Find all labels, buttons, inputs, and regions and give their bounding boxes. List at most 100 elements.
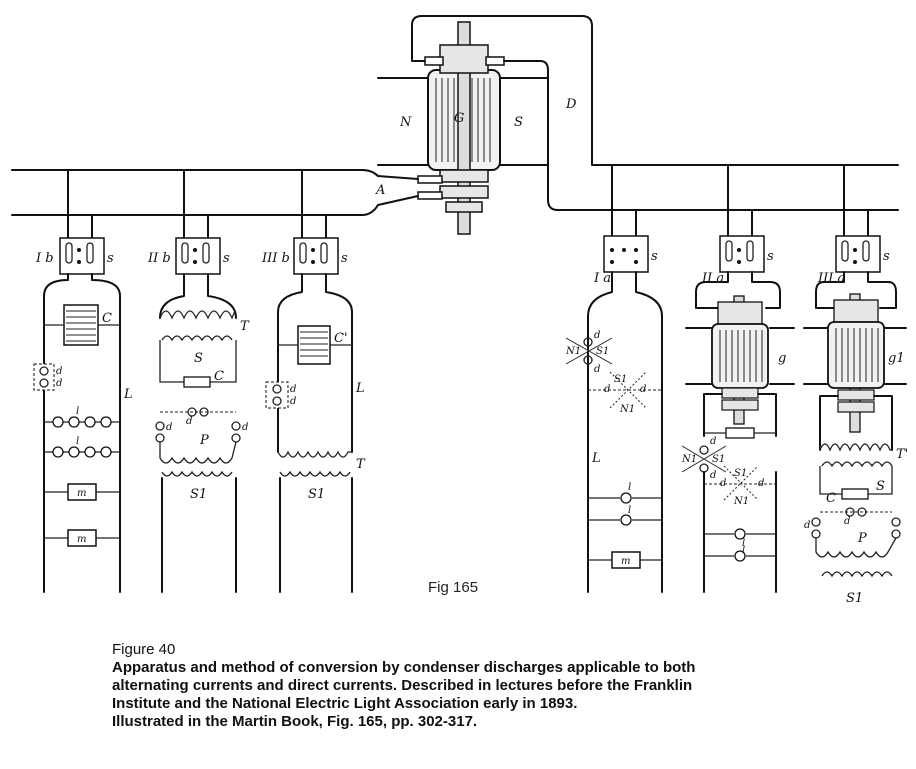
S1-label-1a-b: S1 [614, 374, 627, 385]
ac-brush-2 [417, 191, 443, 200]
d-label-2b-r: d [242, 422, 248, 433]
figure-caption: Figure 40 Apparatus and method of conver… [112, 640, 902, 731]
circuit-drawing: N G S D A I b s C d d L l l [11, 15, 908, 606]
dc-main-upper [411, 15, 899, 166]
motor-m-label-1: m [77, 488, 86, 499]
caption-line-1: Apparatus and method of conversion by co… [112, 659, 696, 676]
S1-label-1a: S1 [596, 346, 609, 357]
coil-T-3b [277, 450, 352, 458]
d-label-1a-3: d [604, 384, 610, 395]
dd-label-3a: d [844, 516, 850, 527]
circuit-1b: I b s C d d L l l m m [33, 169, 133, 593]
switch-2b-label: II b [147, 251, 171, 266]
motor-m-1a [611, 551, 641, 569]
circuit-1a: I a s N1 S1 d d S1 d d N1 L l l m [565, 164, 663, 593]
S1-label-2a-b: S1 [734, 468, 747, 479]
switch-2b-s: s [223, 251, 230, 266]
lamp-l-1a-1: l [628, 482, 631, 493]
lamp-l-1a-2: l [628, 505, 631, 516]
commutator [439, 44, 489, 74]
d-label-2a-3: d [720, 478, 726, 489]
C-prime-label: C' [334, 331, 348, 346]
switch-1a-label: I a [593, 271, 611, 286]
N1-label-1a: N1 [565, 346, 581, 357]
ac-main-lower [11, 195, 419, 216]
switch-2a-label: II a [701, 271, 724, 286]
d-label-2a-4: d [758, 478, 764, 489]
switch-3a-label: III a [817, 271, 845, 286]
coil-S1-3a [821, 571, 893, 578]
d-label-1: d [56, 366, 62, 377]
north-pole-label: N [399, 115, 412, 130]
ac-brush-1 [417, 175, 443, 184]
d-label-1a-1: d [594, 330, 600, 341]
coil-S-2b [161, 335, 233, 342]
d-label-2: d [56, 378, 62, 389]
switch-3a-s: s [883, 249, 890, 264]
condenser-C-3a [841, 488, 869, 500]
d-label-3b-1: d [290, 384, 296, 395]
switch-1b [59, 237, 105, 275]
slip-ring-1 [439, 169, 489, 183]
ac-lead-label: A [375, 183, 385, 198]
T-prime-label-3a: T' [896, 447, 908, 462]
motor-m-2 [67, 529, 97, 547]
lamp-l-label-2: l [76, 436, 79, 447]
caption-line-3: Institute and the National Electric Ligh… [112, 695, 578, 712]
slip-ring-2 [439, 185, 489, 199]
brush-left [424, 56, 444, 66]
lamp-l-label-1: l [76, 406, 79, 417]
coil-S1-3b [279, 470, 351, 477]
caption-body: Apparatus and method of conversion by co… [112, 659, 902, 731]
spark-gap-d [33, 363, 55, 391]
condenser-C-label: C [102, 311, 112, 326]
S-label-3a: S [876, 479, 885, 494]
slip-ring-3 [445, 201, 483, 213]
circuit-3a: III a s g1 T' S C d d P S1 [803, 164, 908, 606]
P-label-2b: P [199, 433, 209, 448]
brush-right [485, 56, 505, 66]
dd-label-2b: d [186, 416, 192, 427]
L-label-1a: L [591, 451, 601, 466]
N1-label-2a-b: N1 [733, 496, 749, 507]
S1-label-3b: S1 [308, 487, 325, 502]
coil-P-3a [815, 537, 897, 558]
central-generator: N G S [377, 21, 549, 235]
switch-1a [603, 235, 649, 273]
lamp-l-2a-2: l [742, 545, 745, 556]
fig-label: Fig 165 [428, 579, 478, 596]
caption-line-2: alternating currents and direct currents… [112, 677, 693, 694]
loop-1b [43, 273, 121, 593]
caption-title: Figure 40 [112, 641, 176, 658]
field-magnet-frame [377, 77, 549, 166]
switch-1a-s: s [651, 249, 658, 264]
condenser-C-2b [183, 376, 211, 388]
T-label-2b: T [240, 319, 250, 334]
d-label-2a-2: d [710, 470, 716, 481]
coil-T-2b [159, 310, 236, 320]
spark-gap-3b [265, 381, 289, 409]
switch-1b-s: s [107, 251, 114, 266]
S1-label-2b: S1 [190, 487, 207, 502]
ac-main-upper [11, 169, 419, 180]
switch-3b-label: III b [261, 251, 290, 266]
d-label-1a-2: d [594, 364, 600, 375]
P-label-3a: P [857, 531, 867, 546]
generator-label: G [454, 111, 464, 126]
C-label-3a: C [826, 491, 836, 506]
S-label-2b: S [194, 351, 203, 366]
dc-lead-label: D [565, 97, 577, 112]
coil-S-3a [821, 461, 893, 468]
taps-1b [67, 169, 93, 239]
dc-main-lower [503, 60, 899, 211]
d-label-1a-4: d [640, 384, 646, 395]
T-label-3b: T [356, 457, 366, 472]
d-label-2b-l: d [166, 422, 172, 433]
converter-g1-commutator [833, 299, 879, 323]
condenser-2a [725, 427, 755, 439]
S1-label-3a: S1 [846, 591, 863, 606]
N1-label-1a-b: N1 [619, 404, 635, 415]
S1-label-2a: S1 [712, 454, 725, 465]
caption-line-4: Illustrated in the Martin Book, Fig. 165… [112, 713, 478, 730]
d-label-3a-l: d [804, 520, 810, 531]
